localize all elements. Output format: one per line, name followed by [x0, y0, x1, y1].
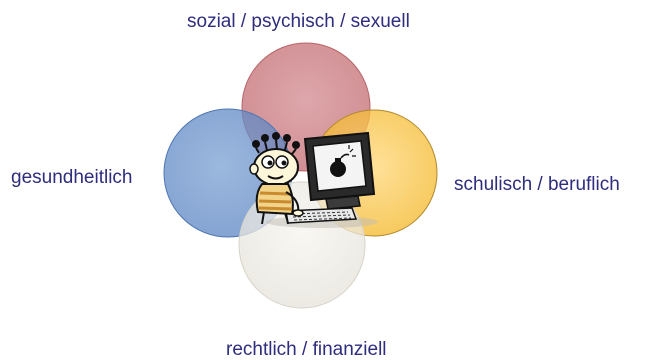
- child-icon: [249, 132, 304, 225]
- computer-icon: [303, 131, 376, 210]
- label-sozial-psychisch-sexuell: sozial / psychisch / sexuell: [187, 11, 410, 32]
- child-at-computer-icon: [249, 131, 378, 228]
- label-schulisch-beruflich: schulisch / beruflich: [454, 174, 620, 195]
- label-gesundheitlich: gesundheitlich: [11, 167, 133, 188]
- label-rechtlich-finanziell: rechtlich / finanziell: [226, 339, 387, 360]
